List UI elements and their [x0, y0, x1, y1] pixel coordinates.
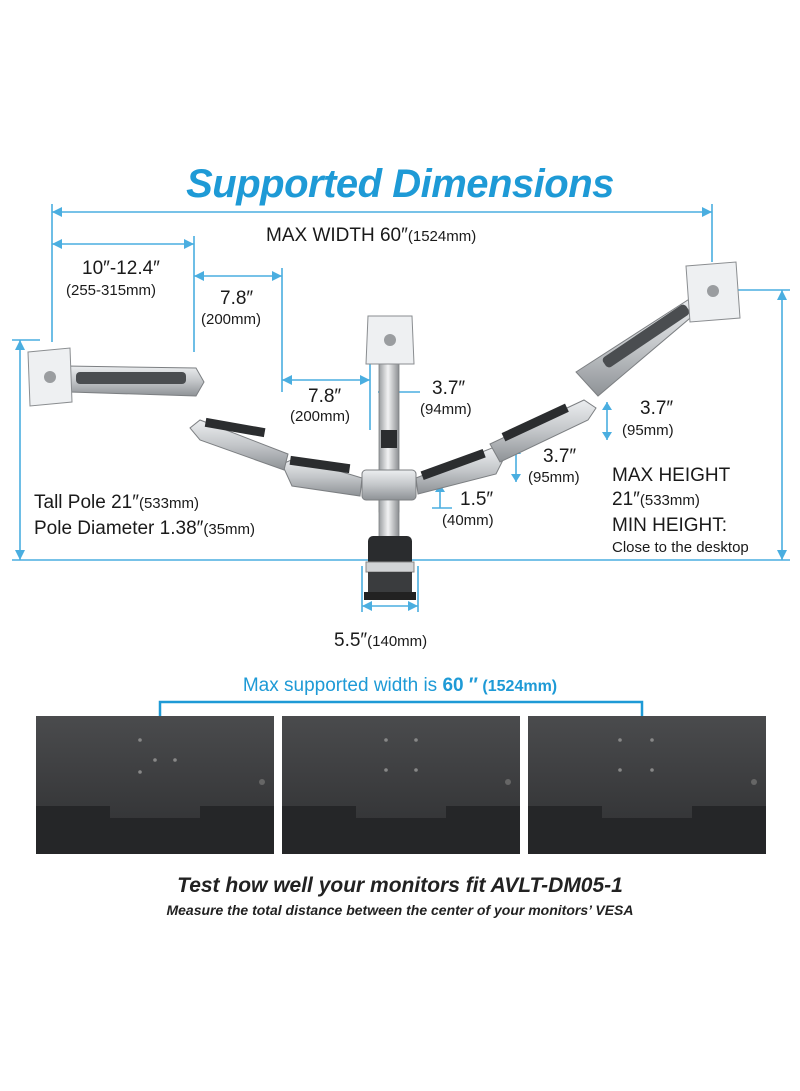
monitor-center [282, 716, 520, 854]
segment-left-label: 7.8″ [220, 288, 254, 309]
min-height-note: Close to the desktop [612, 539, 749, 556]
center-offset-mm: (94mm) [420, 401, 472, 418]
monitor-right [528, 716, 766, 854]
base-width-label: 5.5″(140mm) [334, 630, 428, 651]
segment-center-mm: (200mm) [290, 408, 351, 425]
center-offset-label: 3.7″ [432, 378, 466, 399]
page-title: Supported Dimensions [186, 162, 614, 206]
collar-mm: (40mm) [442, 512, 494, 529]
right-lower-mm: (95mm) [528, 469, 580, 486]
max-width-label: MAX WIDTH 60″(1524mm) [266, 225, 477, 246]
arm-reach-label: 10″-12.4″ [82, 258, 160, 279]
max-height-value: 21″(533mm) [612, 489, 700, 510]
right-lower-label: 3.7″ [543, 446, 577, 467]
monitor-left [36, 716, 274, 854]
tall-pole-label: Tall Pole 21″(533mm) [34, 492, 199, 513]
min-height-label: MIN HEIGHT: [612, 515, 728, 536]
max-supported-width-caption: Max supported width is 60 ″ (1524mm) [242, 675, 558, 696]
right-upper-label: 3.7″ [640, 398, 674, 419]
max-height-label: MAX HEIGHT [612, 465, 731, 486]
dimension-lines [12, 204, 790, 612]
monitors-row [36, 700, 766, 854]
collar-label: 1.5″ [460, 489, 494, 510]
fit-test-headline: Test how well your monitors fit AVLT-DM0… [177, 874, 623, 897]
right-upper-mm: (95mm) [622, 422, 674, 439]
segment-left-mm: (200mm) [201, 311, 262, 328]
segment-center-label: 7.8″ [308, 386, 342, 407]
fit-test-subline: Measure the total distance between the c… [166, 902, 634, 918]
pole-diameter-label: Pole Diameter 1.38″(35mm) [34, 518, 256, 539]
monitor-mount [27, 261, 741, 600]
arm-reach-mm: (255-315mm) [66, 282, 157, 299]
